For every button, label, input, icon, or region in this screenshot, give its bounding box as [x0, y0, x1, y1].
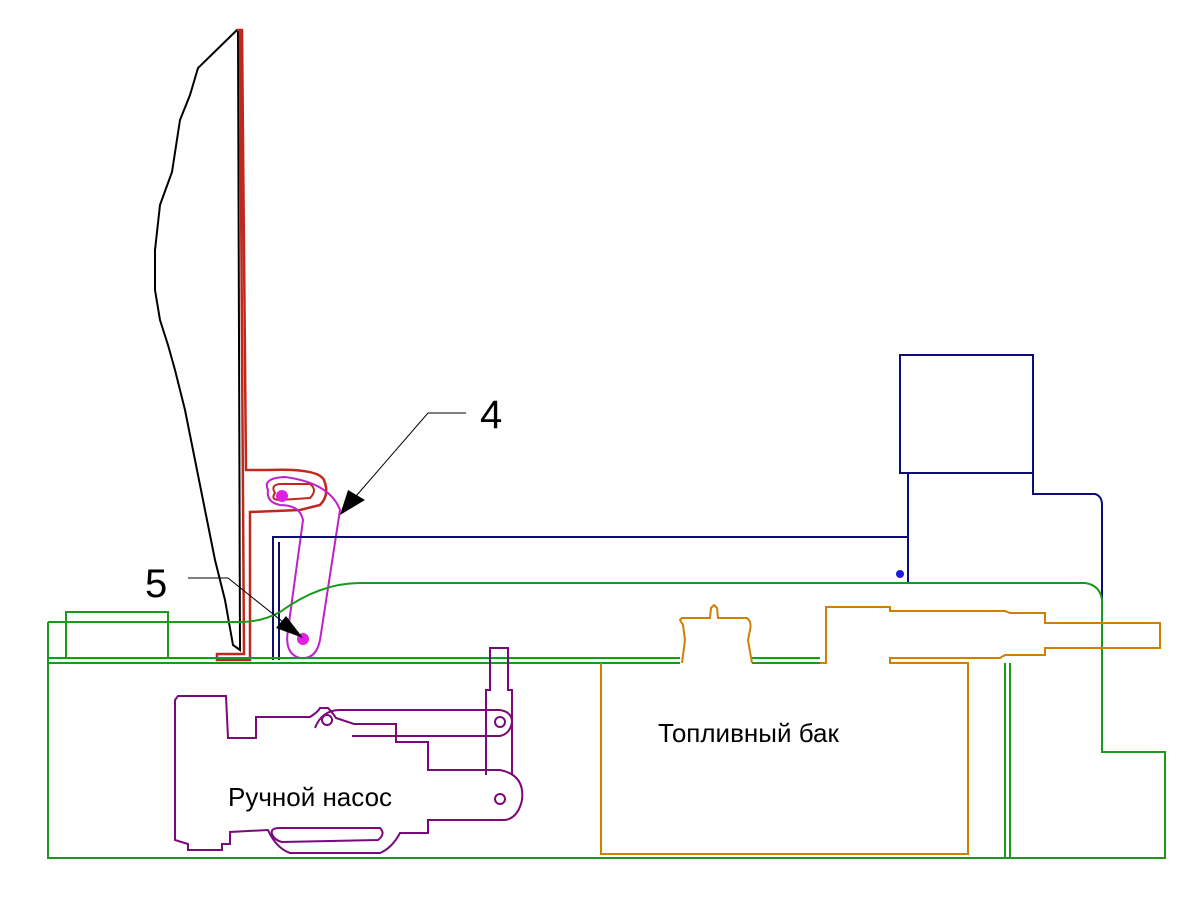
body-left-block [65, 611, 169, 659]
frame-outline [272, 536, 907, 660]
hand-pump-body [174, 695, 524, 854]
seat-cushion-outline [154, 29, 242, 652]
hand-pump-label: Ручной насос [228, 782, 392, 812]
frame-right-body [907, 473, 1103, 600]
fuel-tank-label: Топливный бак [658, 718, 839, 748]
fuel-tank [600, 606, 1161, 855]
body-partition [1004, 663, 1011, 858]
callout-4-leader [349, 412, 466, 504]
body-upper-contour [47, 582, 1166, 859]
pump-lever-pin [494, 793, 506, 805]
callout-5-leader [188, 577, 294, 631]
callout-5-label: 5 [145, 562, 167, 606]
seat-back-frame [215, 28, 328, 662]
callout-5-arrowhead [276, 616, 303, 638]
frame-top-box [899, 354, 1034, 474]
callout-4-arrowhead [340, 490, 365, 515]
callout-4-label: 4 [480, 393, 502, 437]
hand-pump-base-slot [270, 827, 384, 844]
hand-pump-link-arm [314, 709, 514, 737]
seat-back-slot [272, 483, 315, 502]
pump-link-pin-right [494, 716, 506, 728]
pump-link-pin-left [321, 714, 333, 726]
fuel-tank-filler-neck [678, 603, 753, 664]
hand-pump-rod [485, 647, 513, 775]
frame-pivot-dot [896, 570, 904, 578]
lever [265, 475, 342, 660]
lever-upper-pin [276, 490, 288, 502]
body-floor-line [48, 657, 820, 664]
